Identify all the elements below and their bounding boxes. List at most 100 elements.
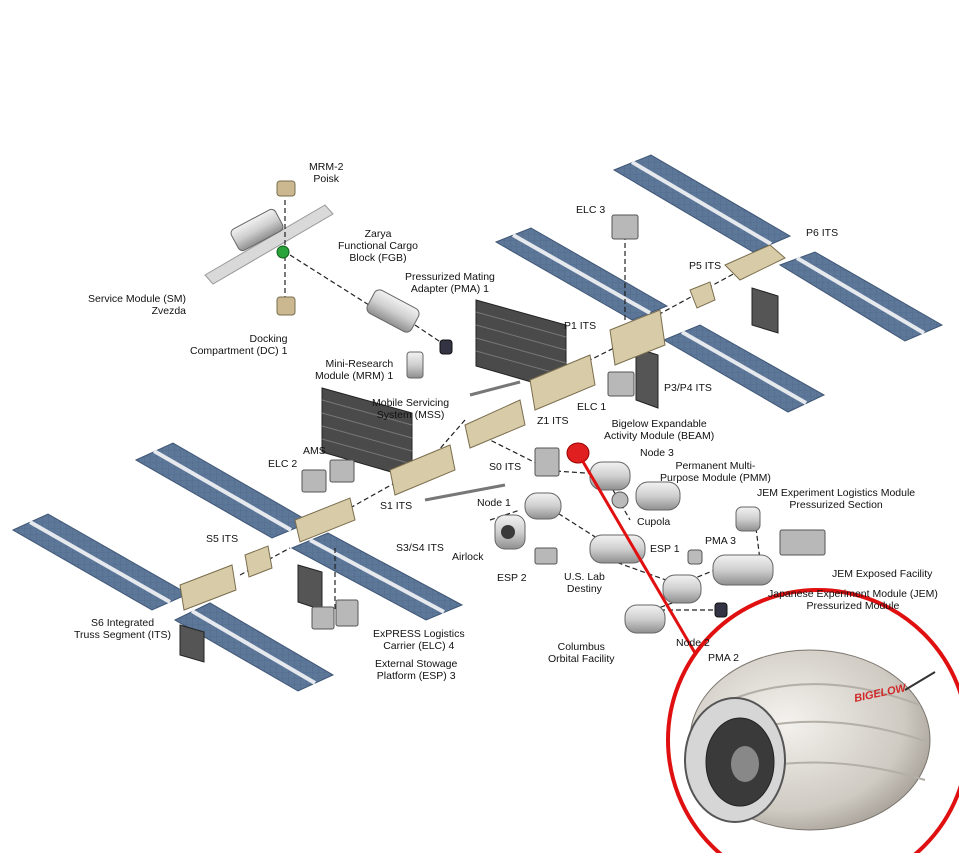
label-line: Pressurized Mating [405, 271, 495, 283]
label-line: Functional Cargo [338, 240, 418, 252]
label-s5: S5 ITS [206, 533, 238, 545]
label-line: Airlock [452, 551, 484, 563]
label-jem-pm: Japanese Experiment Module (JEM)Pressuri… [768, 588, 938, 612]
label-line: Mini-Research [325, 358, 394, 370]
label-node1: Node 1 [477, 497, 511, 509]
label-line: External Stowage [375, 658, 458, 670]
label-p3p4: P3/P4 ITS [664, 382, 712, 394]
mrm1-module [406, 351, 424, 379]
label-line: Zvezda [151, 305, 187, 317]
p5-truss [689, 281, 716, 309]
label-line: Block (FGB) [349, 252, 407, 264]
s5-truss [244, 545, 273, 578]
p6-solar-array-lower [778, 251, 944, 342]
beam-closeup: BIGELOW [684, 649, 936, 831]
label-line: Cupola [637, 516, 671, 528]
label-line: Carrier (ELC) 4 [383, 640, 455, 652]
label-line: S0 ITS [489, 461, 522, 473]
label-line: S6 Integrated [91, 617, 155, 629]
label-line: P1 ITS [564, 320, 597, 332]
label-esp2: ESP 2 [497, 572, 527, 584]
s1-truss [389, 444, 456, 496]
mrm2-module [276, 180, 296, 197]
esp3-platform [335, 599, 359, 627]
label-elc2: ELC 2 [268, 458, 297, 470]
zvezda-module [230, 208, 290, 259]
jem-pm-module [712, 554, 774, 586]
label-line: ELC 3 [576, 204, 606, 216]
label-node3: Node 3 [640, 447, 674, 459]
s6-truss [179, 564, 237, 611]
docking-compartment [276, 296, 296, 316]
pma3 [687, 549, 703, 565]
label-elc1: ELC 1 [577, 401, 606, 413]
s4-solar-array-lower [290, 532, 464, 621]
s0-truss [464, 399, 526, 449]
label-z1: Z1 ITS [537, 415, 569, 427]
label-line: Columbus [557, 641, 605, 653]
label-cupola: Cupola [637, 516, 670, 528]
label-line: Pressurized Module [806, 600, 900, 612]
p4-solar-array-upper [494, 227, 669, 321]
label-line: PMA 3 [705, 535, 736, 547]
label-line: S5 ITS [206, 533, 239, 545]
label-s1: S1 ITS [380, 500, 412, 512]
label-line: Node 1 [477, 497, 511, 509]
mss-arm [424, 380, 521, 502]
label-line: ESP 2 [497, 572, 527, 584]
label-s3s4: S3/S4 ITS [396, 542, 444, 554]
label-line: Truss Segment (ITS) [74, 629, 172, 641]
p4-solar-array-lower [662, 324, 826, 413]
label-line: ExPRESS Logistics [373, 628, 465, 640]
label-line: JEM Exposed Facility [832, 568, 933, 580]
elc4-carrier [311, 606, 335, 630]
cupola-module [611, 491, 629, 509]
label-line: Mobile Servicing [372, 397, 450, 409]
columbus-module [624, 604, 666, 634]
node2-module [662, 574, 702, 604]
label-line: Permanent Multi- [675, 460, 756, 472]
beam-callout-line [580, 459, 707, 671]
label-line: Destiny [566, 583, 602, 595]
label-line: ELC 1 [577, 401, 607, 413]
p1-truss [529, 354, 596, 411]
label-line: Zarya [364, 228, 392, 240]
label-ams: AMS [303, 445, 326, 457]
label-line: Bigelow Expandable [611, 418, 707, 430]
p6-solar-array-upper [612, 154, 792, 253]
label-line: U.S. Lab [564, 571, 605, 583]
s6-solar-array-lower [173, 602, 335, 692]
label-node2: Node 2 [676, 637, 710, 649]
elc3-carrier [611, 214, 639, 240]
label-line: Compartment (DC) 1 [190, 345, 288, 357]
airlock-module [494, 514, 526, 550]
p4-radiator [635, 347, 659, 409]
ams-module [329, 459, 355, 483]
label-line: Purpose Module (PMM) [660, 472, 771, 484]
s3s4-truss [294, 497, 356, 543]
label-jem-ef: JEM Exposed Facility [832, 568, 932, 580]
z1-truss [534, 447, 560, 477]
p6-radiator [751, 287, 779, 334]
label-p6: P6 ITS [806, 227, 838, 239]
label-line: Service Module (SM) [88, 293, 187, 305]
elc1-carrier [607, 371, 635, 397]
label-service-module: Service Module (SM)Zvezda [88, 293, 186, 317]
label-p5: P5 ITS [689, 260, 721, 272]
pma2 [714, 602, 728, 618]
label-line: Module (MRM) 1 [315, 370, 394, 382]
zarya-module [366, 289, 420, 333]
p1-radiator [475, 299, 567, 393]
node1-module [524, 492, 562, 520]
label-line: Orbital Facility [548, 653, 615, 665]
jem-ef [779, 529, 826, 556]
label-line: AMS [303, 445, 326, 457]
label-pmm: Permanent Multi-Purpose Module (PMM) [660, 460, 771, 484]
